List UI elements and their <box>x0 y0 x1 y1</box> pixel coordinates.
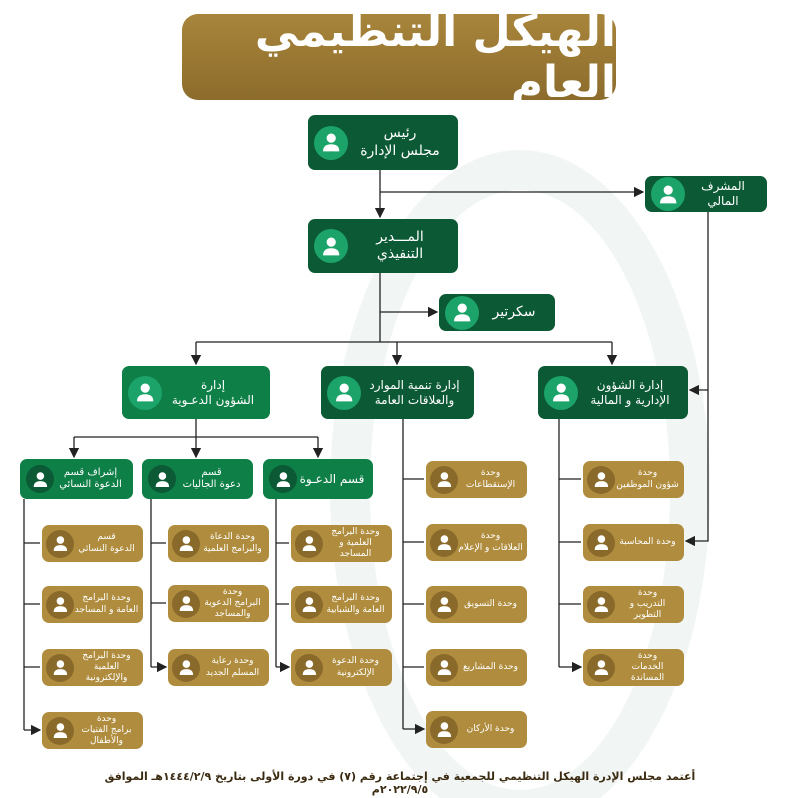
person-icon <box>46 590 74 619</box>
unit-box[interactable]: وحدة المشاريع <box>426 649 527 686</box>
person-icon <box>128 375 162 410</box>
unit-label: وحدة التسويق <box>464 598 517 609</box>
unit-box[interactable]: قسم الدعوة النسائي <box>42 525 143 562</box>
person-icon <box>430 715 458 744</box>
chairman-box[interactable]: رئيس مجلس الإدارة <box>308 115 458 170</box>
person-icon <box>295 653 323 682</box>
person-icon <box>172 653 200 682</box>
section-communities[interactable]: قسم دعوة الجاليات <box>142 459 253 499</box>
person-icon <box>269 465 297 493</box>
unit-box[interactable]: وحدة البرامج العامة والشبابية <box>291 586 392 623</box>
unit-box[interactable]: وحدة شؤون الموظفين <box>583 461 684 498</box>
section-dawah[interactable]: قسم الدعـوة <box>263 459 373 499</box>
person-icon <box>445 295 479 330</box>
unit-label: وحدة البرامج العامة و المساجد <box>74 593 139 615</box>
admin-finance-dept-box[interactable]: إدارة الشؤون الإدارية و المالية <box>538 366 688 419</box>
unit-label: وحدة رعاية المسلم الجديد <box>205 656 260 678</box>
person-icon <box>314 229 348 263</box>
unit-box[interactable]: وحدة البرامج العلمية و المساجد <box>291 525 392 562</box>
unit-box[interactable]: وحدة البرامج الدعوية والمساجد <box>168 585 269 622</box>
person-icon <box>314 125 348 160</box>
unit-label: وحدة شؤون الموظفين <box>616 468 679 490</box>
person-icon <box>430 590 458 619</box>
unit-label: وحدة البرامج العامة والشبابية <box>326 593 385 615</box>
section-women[interactable]: إشراف قسم الدعوة النسائي <box>20 459 133 499</box>
unit-box[interactable]: وحدة العلاقات و الإعلام <box>426 524 527 561</box>
unit-label: وحدة العلاقات و الإعلام <box>458 531 523 553</box>
person-icon <box>587 465 615 494</box>
resources-dept-box[interactable]: إدارة تنمية الموارد والعلاقات العامة <box>321 366 474 419</box>
unit-label: وحدة برامج الفتيات والأطفال <box>81 713 132 747</box>
unit-box[interactable]: وحدة المحاسبة <box>583 524 684 561</box>
person-icon <box>430 465 458 494</box>
unit-label: وحدة المحاسبة <box>619 536 676 547</box>
unit-label: وحدة البرامج الدعوية والمساجد <box>204 586 261 620</box>
person-icon <box>172 529 200 558</box>
person-icon <box>46 653 74 682</box>
person-icon <box>295 590 323 619</box>
person-icon <box>172 589 200 618</box>
person-icon <box>430 653 458 682</box>
unit-box[interactable]: وحدة التسويق <box>426 586 527 623</box>
unit-box[interactable]: وحدة رعاية المسلم الجديد <box>168 649 269 686</box>
unit-box[interactable]: وحدة الإستقطاعات <box>426 461 527 498</box>
secretary-box[interactable]: سكرتير <box>439 294 555 331</box>
unit-box[interactable]: وحدة برامج الفتيات والأطفال <box>42 712 143 749</box>
unit-label: وحدة الخدمات المساندة <box>630 650 665 684</box>
person-icon <box>587 653 615 682</box>
person-icon <box>430 528 458 557</box>
unit-box[interactable]: وحدة التدريب و التطوير <box>583 586 684 623</box>
dawah-dept-box[interactable]: إدارة الشؤون الدعـوية <box>122 366 270 419</box>
unit-label: وحدة الإستقطاعات <box>465 468 516 490</box>
person-icon <box>327 375 361 410</box>
person-icon <box>46 529 74 558</box>
unit-box[interactable]: وحدة الأركان <box>426 711 527 748</box>
person-icon <box>148 465 176 493</box>
unit-box[interactable]: وحدة البرامج العامة و المساجد <box>42 586 143 623</box>
approval-note: أعتمد مجلس الإدرة الهيكل التنظيمي للجمعي… <box>104 770 696 796</box>
unit-label: وحدة الدعوة الإلكترونية <box>332 656 379 678</box>
unit-box[interactable]: وحدة البرامج العلمية والإلكترونية <box>42 649 143 686</box>
person-icon <box>26 465 54 493</box>
executive-director-box[interactable]: المـــدير التنفيذي <box>308 219 458 273</box>
person-icon <box>46 716 74 745</box>
unit-label: وحدة الدعاة والبرامج العلمية <box>203 532 262 554</box>
unit-label: وحدة البرامج العلمية و المساجد <box>331 526 380 560</box>
unit-box[interactable]: وحدة الخدمات المساندة <box>583 649 684 686</box>
person-icon <box>587 528 615 557</box>
finance-supervisor-box[interactable]: المشرف المالي <box>645 176 767 212</box>
person-icon <box>587 590 615 619</box>
person-icon <box>651 177 685 211</box>
person-icon <box>295 529 323 558</box>
unit-label: وحدة المشاريع <box>462 661 519 672</box>
unit-label: قسم الدعوة النسائي <box>78 532 135 554</box>
person-icon <box>544 375 578 410</box>
unit-box[interactable]: وحدة الدعوة الإلكترونية <box>291 649 392 686</box>
unit-box[interactable]: وحدة الدعاة والبرامج العلمية <box>168 525 269 562</box>
page-title: الهيكل التنظيمي العام <box>182 6 616 108</box>
unit-label: وحدة البرامج العلمية والإلكترونية <box>82 650 131 684</box>
unit-label: وحدة الأركان <box>466 723 515 734</box>
unit-label: وحدة التدريب و التطوير <box>629 587 666 621</box>
